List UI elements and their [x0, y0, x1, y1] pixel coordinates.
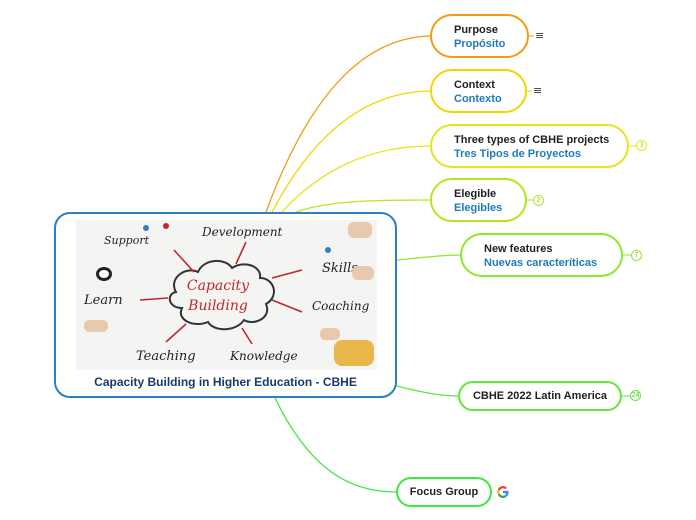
central-topic-title: Capacity Building in Higher Education - …: [94, 375, 357, 389]
child-count-badge[interactable]: 3: [636, 140, 647, 151]
topic-purpose-sublabel: Propósito: [454, 38, 506, 50]
image-word-4: Development: [201, 225, 283, 239]
topic-three-types-label: Three types of CBHE projects: [454, 134, 610, 146]
connector-three-types: [281, 145, 431, 213]
topic-context-sublabel: Contexto: [454, 93, 502, 105]
image-word-5: Skills: [322, 261, 358, 276]
topic-new-features[interactable]: New features Nuevas caracteríticas: [460, 233, 623, 277]
connector-cbhe-2022: [392, 384, 459, 397]
topic-elegible[interactable]: Elegible Elegibles: [430, 178, 527, 222]
connector-context: [271, 90, 431, 213]
central-topic[interactable]: Capacity Building Support Development Sk…: [54, 212, 397, 398]
topic-cbhe-2022[interactable]: CBHE 2022 Latin America: [458, 381, 622, 411]
notes-icon[interactable]: ≡: [535, 29, 545, 42]
topic-new-features-sublabel: Nuevas caracteríticas: [484, 257, 598, 269]
connector-new-features: [396, 254, 461, 261]
connector-purpose: [265, 35, 431, 213]
image-word-2: Building: [187, 298, 248, 314]
image-word-6: Learn: [83, 293, 123, 308]
topic-three-types-sublabel: Tres Tipos de Proyectos: [454, 148, 581, 160]
connector-focus-group: [274, 397, 397, 493]
topic-new-features-label: New features: [484, 243, 553, 255]
google-g-icon[interactable]: [496, 485, 510, 499]
topic-context[interactable]: Context Contexto: [430, 69, 527, 113]
image-word-3: Support: [104, 234, 150, 247]
topic-elegible-label: Elegible: [454, 188, 497, 200]
topic-context-label: Context: [454, 79, 495, 91]
connector-elegible: [295, 199, 431, 213]
child-count-badge[interactable]: 2: [533, 195, 544, 206]
notes-icon[interactable]: ≡: [533, 84, 543, 97]
topic-focus-group[interactable]: Focus Group: [396, 477, 492, 507]
image-word-8: Teaching: [136, 349, 196, 364]
topic-cbhe-2022-label: CBHE 2022 Latin America: [472, 390, 608, 402]
topic-purpose[interactable]: Purpose Propósito: [430, 14, 529, 58]
image-word-9: Knowledge: [229, 349, 298, 363]
topic-elegible-sublabel: Elegibles: [454, 202, 503, 214]
capacity-building-image: Capacity Building Support Development Sk…: [76, 220, 377, 370]
topic-purpose-label: Purpose: [454, 24, 499, 36]
child-count-badge[interactable]: 7: [631, 250, 642, 261]
child-count-badge[interactable]: 24: [630, 390, 641, 401]
topic-focus-group-label: Focus Group: [409, 486, 479, 498]
image-word-7: Coaching: [312, 299, 370, 313]
image-word-1: Capacity: [187, 278, 250, 294]
topic-three-types[interactable]: Three types of CBHE projects Tres Tipos …: [430, 124, 629, 168]
